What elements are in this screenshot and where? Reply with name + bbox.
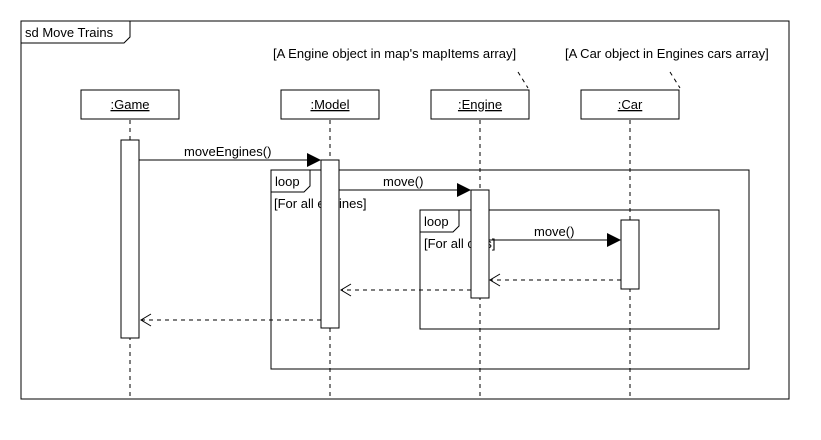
loop-fragment-engines xyxy=(270,169,750,370)
loop-engines-operator: loop xyxy=(275,174,300,189)
participant-model-label: :Model xyxy=(310,97,349,112)
activation-car xyxy=(620,219,640,290)
activation-model xyxy=(320,159,340,329)
activation-engine xyxy=(470,189,490,299)
engine-note-connector xyxy=(517,71,529,89)
return-engine-model-arrowhead xyxy=(340,283,352,297)
return-car-engine-arrowhead xyxy=(489,273,501,287)
participant-car xyxy=(580,89,680,120)
participant-engine-label: :Engine xyxy=(458,97,502,112)
message-move-engine-arrowhead xyxy=(457,183,471,197)
activation-game xyxy=(120,139,140,339)
message-move-car-arrowhead xyxy=(607,233,621,247)
participant-model xyxy=(280,89,380,120)
message-move-engine-label: move() xyxy=(383,174,423,189)
message-moveengines-label: moveEngines() xyxy=(184,144,271,159)
message-move-car-label: move() xyxy=(534,224,574,239)
engine-note: [A Engine object in map's mapItems array… xyxy=(273,46,516,61)
diagram-frame xyxy=(20,20,790,400)
return-model-game-arrowhead xyxy=(140,313,152,327)
participant-car-label: :Car xyxy=(618,97,643,112)
frame-label-tab xyxy=(21,21,131,44)
car-note: [A Car object in Engines cars array] xyxy=(565,46,769,61)
loop-engines-tab xyxy=(271,170,311,193)
frame-label: sd Move Trains xyxy=(25,25,114,40)
message-moveengines-arrowhead xyxy=(307,153,321,167)
participant-engine xyxy=(430,89,530,120)
car-note-connector xyxy=(669,71,681,89)
loop-cars-operator: loop xyxy=(424,214,449,229)
loop-cars-tab xyxy=(420,210,460,233)
participant-game xyxy=(80,89,180,120)
loop-engines-guard: [For all engines] xyxy=(274,196,367,211)
participant-game-label: :Game xyxy=(110,97,149,112)
loop-fragment-cars xyxy=(419,209,720,330)
